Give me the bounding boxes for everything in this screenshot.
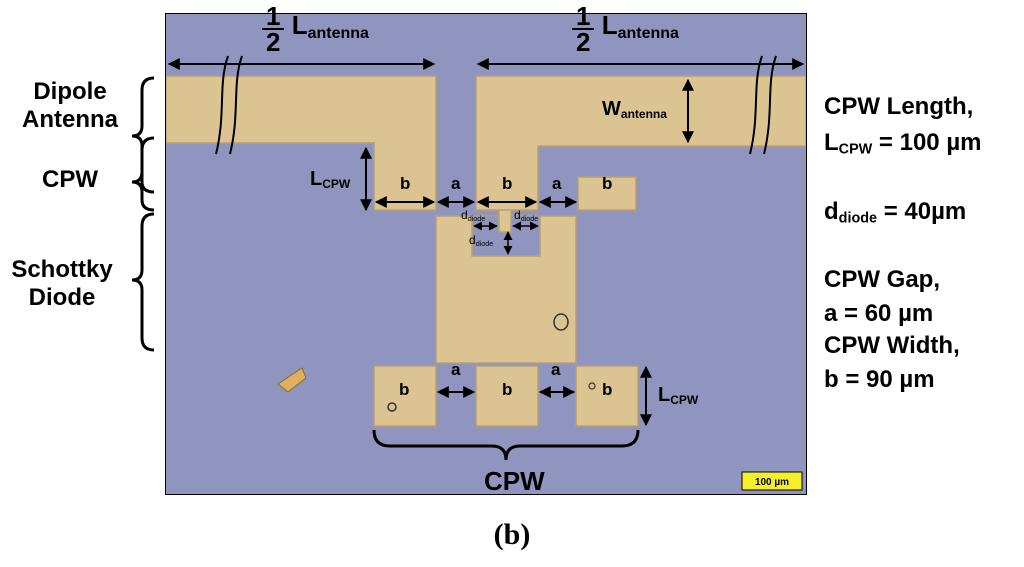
b-label-top-left: b: [400, 174, 411, 193]
b-label-bottom-right: b: [602, 380, 613, 399]
a-label-bottom-right: a: [551, 360, 561, 379]
left-antenna-arm: [166, 75, 437, 211]
cpw-pad-bottom-center: [475, 365, 539, 427]
debris-dot: [553, 313, 569, 331]
b-label-top-center: b: [502, 174, 513, 193]
scale-bar: [741, 471, 803, 491]
cpw-pad-bottom-left: [373, 365, 437, 427]
right-notes: CPW Length, LCPW = 100 µm ddiode = 40µm …: [824, 92, 1020, 395]
left-braces: [131, 76, 155, 352]
scale-bar-label: 100 µm: [755, 477, 789, 488]
dipole-antenna-label: Dipole Antenna: [22, 78, 118, 133]
a-label-top-right: a: [552, 174, 562, 193]
cpw-left-label: CPW: [42, 166, 98, 193]
b-label-bottom-left: b: [399, 380, 410, 399]
figure-caption: (b): [493, 518, 531, 551]
half-antenna-label-left: 1 2 Lantenna: [262, 3, 369, 55]
cpw-gap-line1: CPW Gap,: [824, 266, 941, 294]
cpw-pad-top-right: [577, 176, 637, 211]
bottom-brace: [372, 429, 640, 461]
b-label-bottom-center: b: [502, 380, 513, 399]
bottom-cpw-label: CPW: [484, 466, 545, 496]
break-mark-left: [215, 55, 243, 155]
debris-dot: [387, 402, 397, 412]
half-antenna-label-right: 1 2 Lantenna: [572, 3, 679, 55]
micrograph: 100 µm: [165, 13, 807, 495]
schottky-diode-label: Schottky Diode: [11, 256, 113, 311]
b-label-top-right: b: [602, 174, 613, 193]
diode-contact: [498, 209, 512, 233]
a-label-bottom-left: a: [451, 360, 461, 379]
right-antenna-arm: [475, 75, 806, 211]
w-antenna-label: Wantenna: [602, 98, 667, 121]
cpw-length-line2: LCPW = 100 µm: [824, 129, 982, 158]
debris-dot: [588, 382, 596, 390]
break-mark-right: [749, 55, 777, 155]
cpw-length-line1: CPW Length,: [824, 93, 974, 120]
l-cpw-label-bottom: LCPW: [658, 384, 699, 407]
cpw-width-line2: b = 90 µm: [824, 366, 935, 394]
l-cpw-label-top: LCPW: [310, 168, 351, 191]
d-diode-label-center: ddiode: [469, 233, 494, 248]
cpw-width-line1: CPW Width,: [824, 332, 960, 360]
a-label-top-left: a: [451, 174, 461, 193]
debris-flake: [277, 367, 307, 393]
d-diode-label-left: ddiode: [461, 208, 486, 223]
d-diode-label-right: ddiode: [514, 208, 539, 223]
d-diode-note: ddiode = 40µm: [824, 197, 967, 227]
cpw-gap-line2: a = 60 µm: [824, 300, 934, 328]
cpw-pad-bottom-right: [575, 365, 639, 427]
